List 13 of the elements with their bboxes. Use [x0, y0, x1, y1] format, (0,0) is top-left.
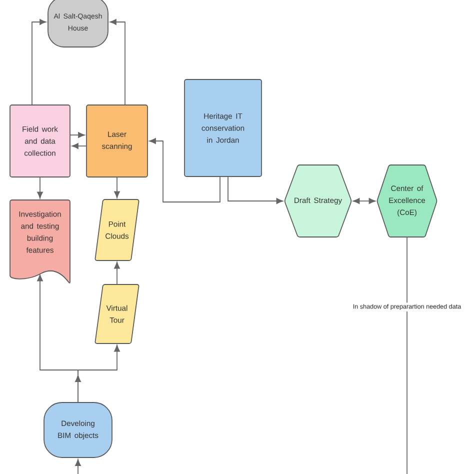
arrow	[352, 198, 376, 204]
arrow	[75, 344, 120, 402]
connector-line	[406, 236, 408, 474]
arrow	[75, 459, 81, 474]
arrow	[149, 138, 220, 202]
arrow	[32, 19, 46, 105]
arrow	[110, 19, 126, 105]
arrow	[37, 177, 43, 199]
arrow	[114, 177, 120, 198]
arrow	[72, 143, 86, 149]
arrow	[70, 132, 85, 138]
arrow	[228, 176, 284, 204]
arrow	[114, 262, 120, 285]
